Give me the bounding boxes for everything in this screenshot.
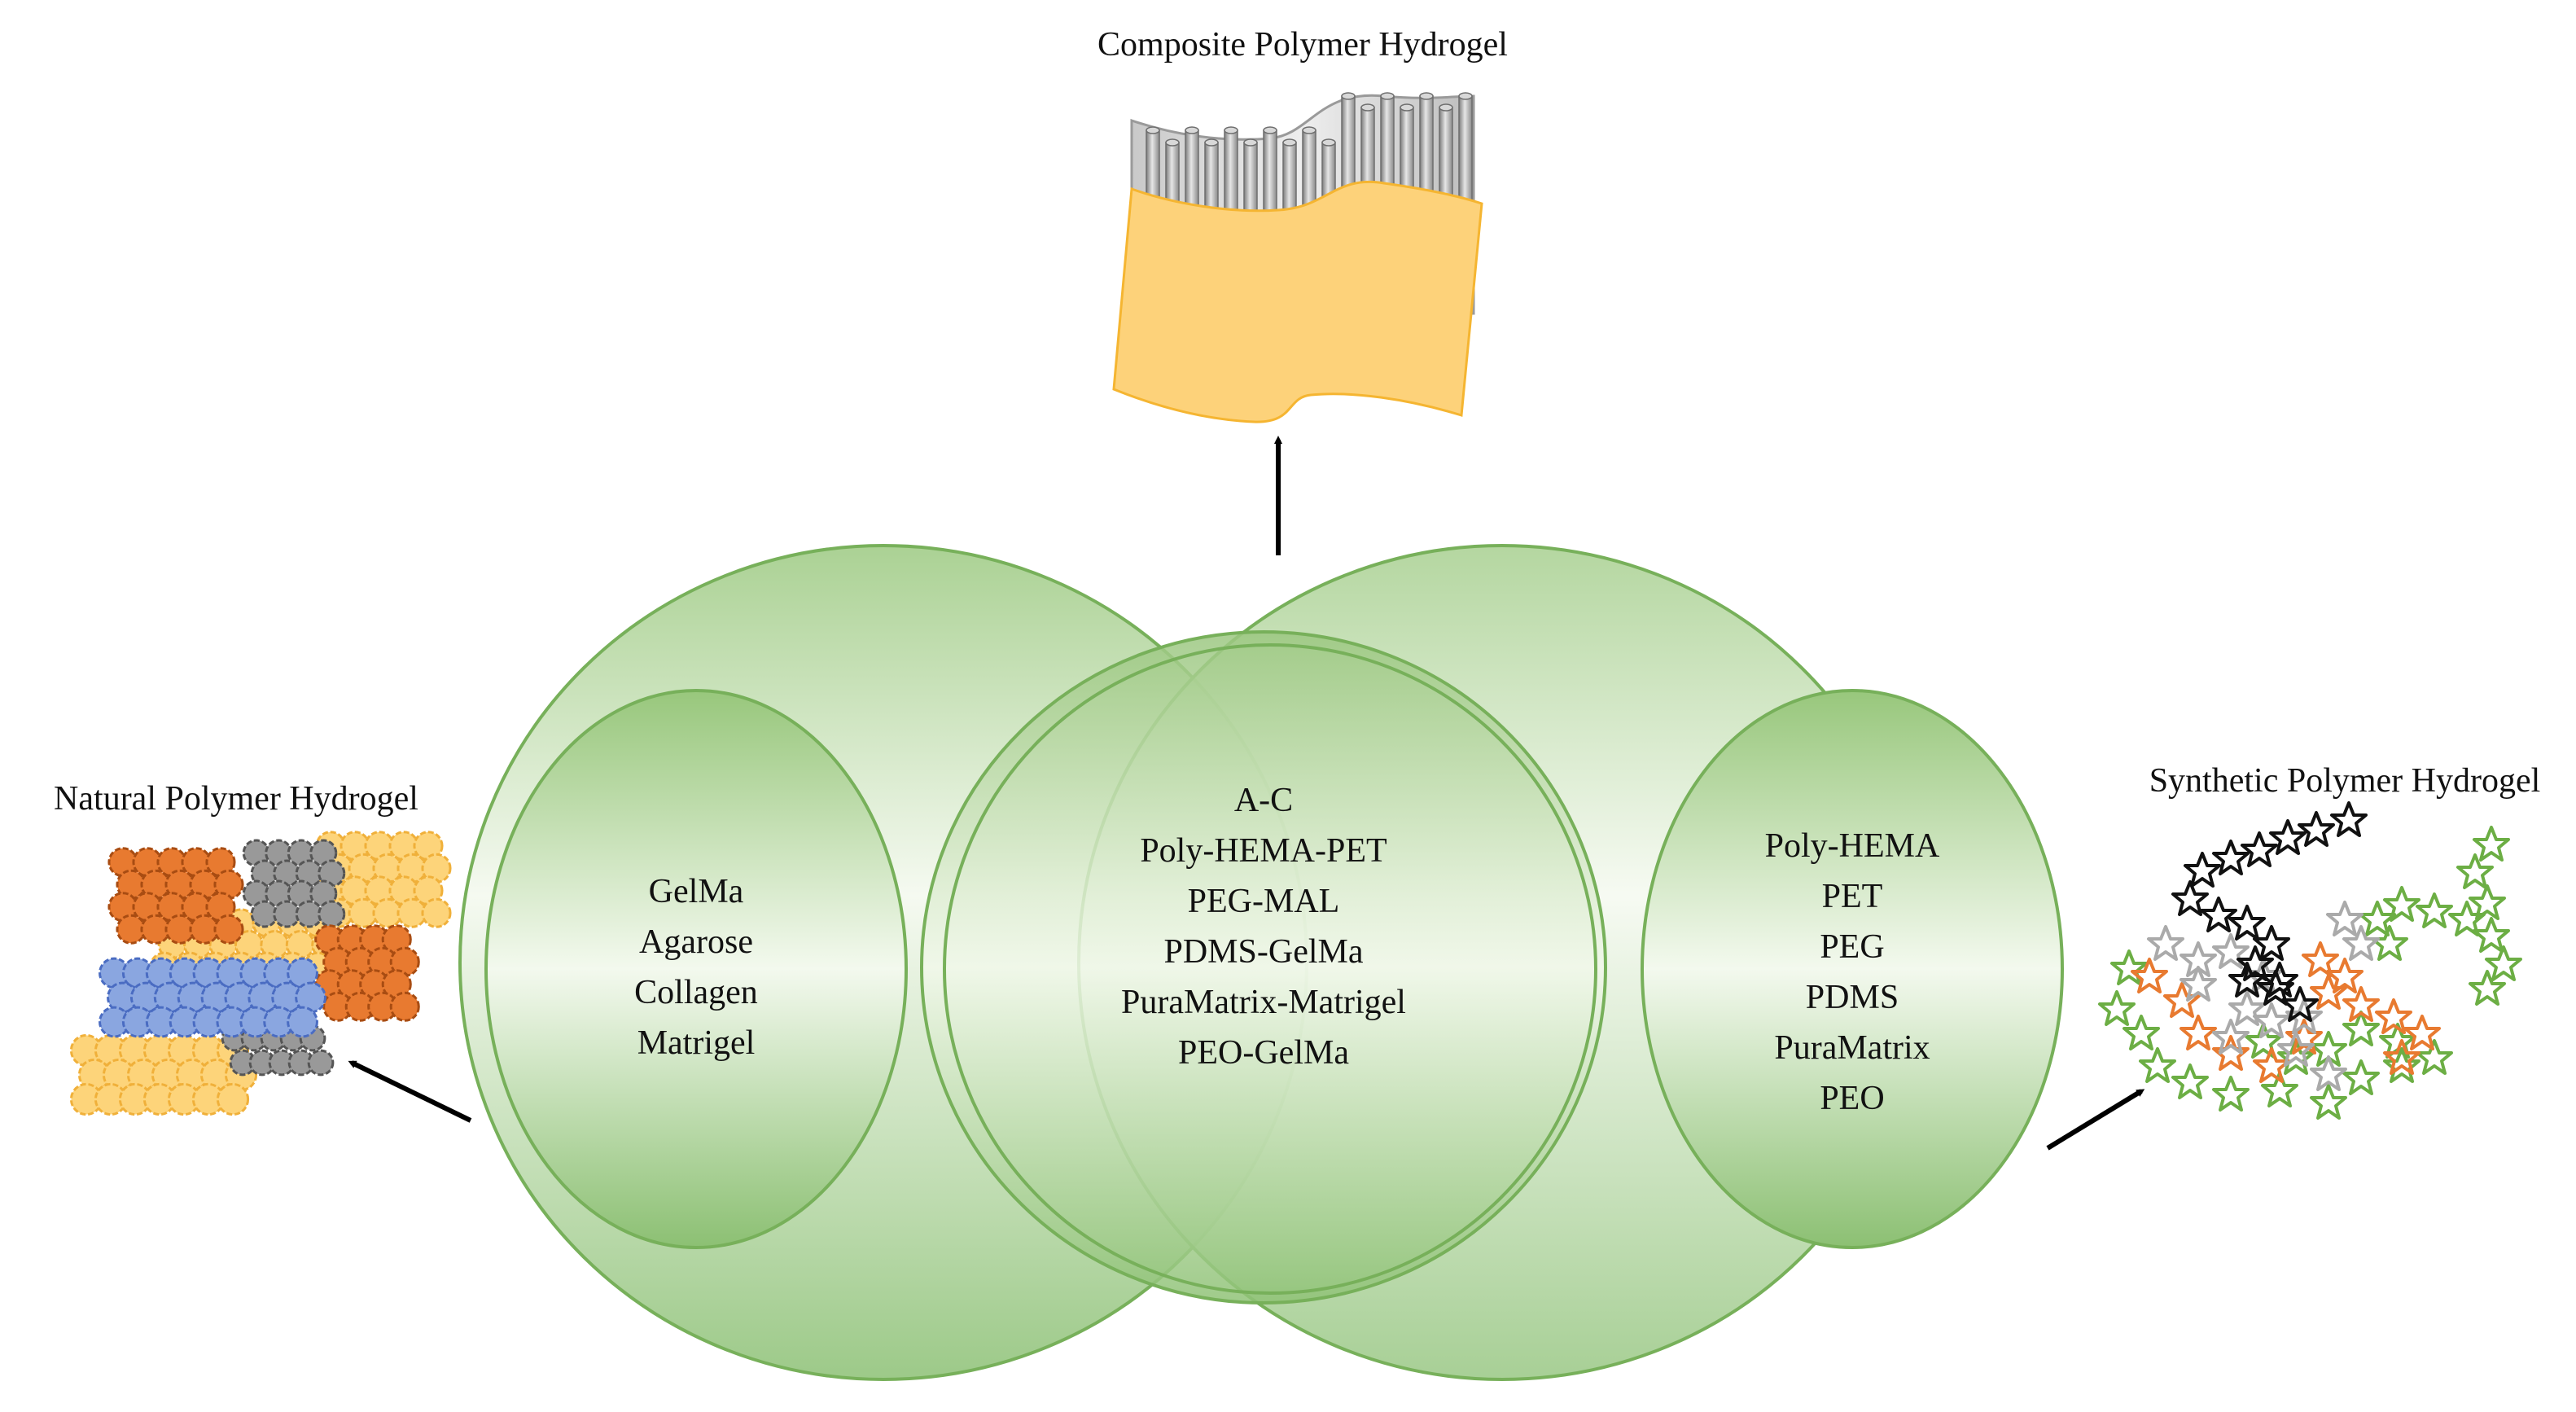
polymer-star (2139, 1047, 2176, 1083)
composite-item: A-C (1234, 782, 1293, 819)
composite-inner-ellipse (920, 630, 1607, 1305)
polymer-star (2310, 974, 2347, 1010)
polymer-star (2098, 990, 2136, 1026)
natural-item: Matrigel (637, 1024, 756, 1062)
polymer-star (2330, 801, 2368, 837)
synthetic-item: PEG (1820, 928, 1884, 966)
synthetic-hydrogel-illustration (2098, 801, 2522, 1120)
arrow-to-natural (348, 1060, 472, 1123)
synthetic-item: Poly-HEMA (1765, 827, 1940, 865)
composite-hydrogel-illustration (1112, 92, 1483, 423)
polymer-star (2485, 945, 2522, 981)
composite-list: A-C Poly-HEMA-PET PEG-MAL PDMS-GelMaPuraMat… (1121, 782, 1406, 1072)
polymer-star (2416, 1039, 2453, 1075)
polymer-star (2298, 811, 2335, 847)
composite-item: PDMS-GelMa (1163, 933, 1363, 971)
polymer-star (2342, 1059, 2380, 1095)
polymer-star (2326, 901, 2364, 936)
synthetic-inner-ellipse (1641, 689, 2064, 1249)
composite-item: PEG-MAL (1188, 883, 1340, 920)
composite-item: PEO-GelMa (1178, 1034, 1349, 1072)
natural-inner-ellipse (484, 689, 908, 1249)
polymer-star (2456, 853, 2494, 889)
composite-item: Poly-HEMA-PET (1140, 832, 1387, 870)
polymer-star (2212, 1076, 2250, 1112)
composite-title: Composite Polymer Hydrogel (1097, 26, 1508, 64)
polymer-star (2416, 892, 2453, 928)
synthetic-item: PDMS (1806, 979, 1899, 1016)
polymer-star (2371, 925, 2408, 961)
synthetic-item: PuraMatrix (1774, 1029, 1930, 1067)
natural-item: GelMa (649, 873, 744, 910)
polymer-star (2200, 897, 2237, 932)
polymer-star (2342, 1011, 2380, 1046)
polymer-star (2163, 982, 2201, 1018)
natural-hydrogel-illustration (69, 831, 452, 1116)
natural-item: Collagen (634, 974, 758, 1011)
natural-item: Agarose (639, 923, 753, 961)
synthetic-title: Synthetic Polymer Hydrogel (2149, 762, 2541, 800)
synthetic-item: PEO (1820, 1080, 1884, 1117)
composite-item: PuraMatrix-Matrigel (1121, 984, 1406, 1021)
polymer-star (2473, 826, 2510, 862)
synthetic-item: PET (1822, 878, 1883, 915)
polymer-star (2180, 1015, 2217, 1050)
natural-title: Natural Polymer Hydrogel (54, 780, 418, 818)
polymer-star (2147, 925, 2184, 961)
polymer-star (2171, 1063, 2209, 1099)
arrow-to-synthetic (2046, 1089, 2145, 1151)
polymer-star (2123, 1015, 2160, 1050)
composite-inner-ellipse-ring (943, 643, 1597, 1295)
polymer-star (2241, 831, 2278, 867)
